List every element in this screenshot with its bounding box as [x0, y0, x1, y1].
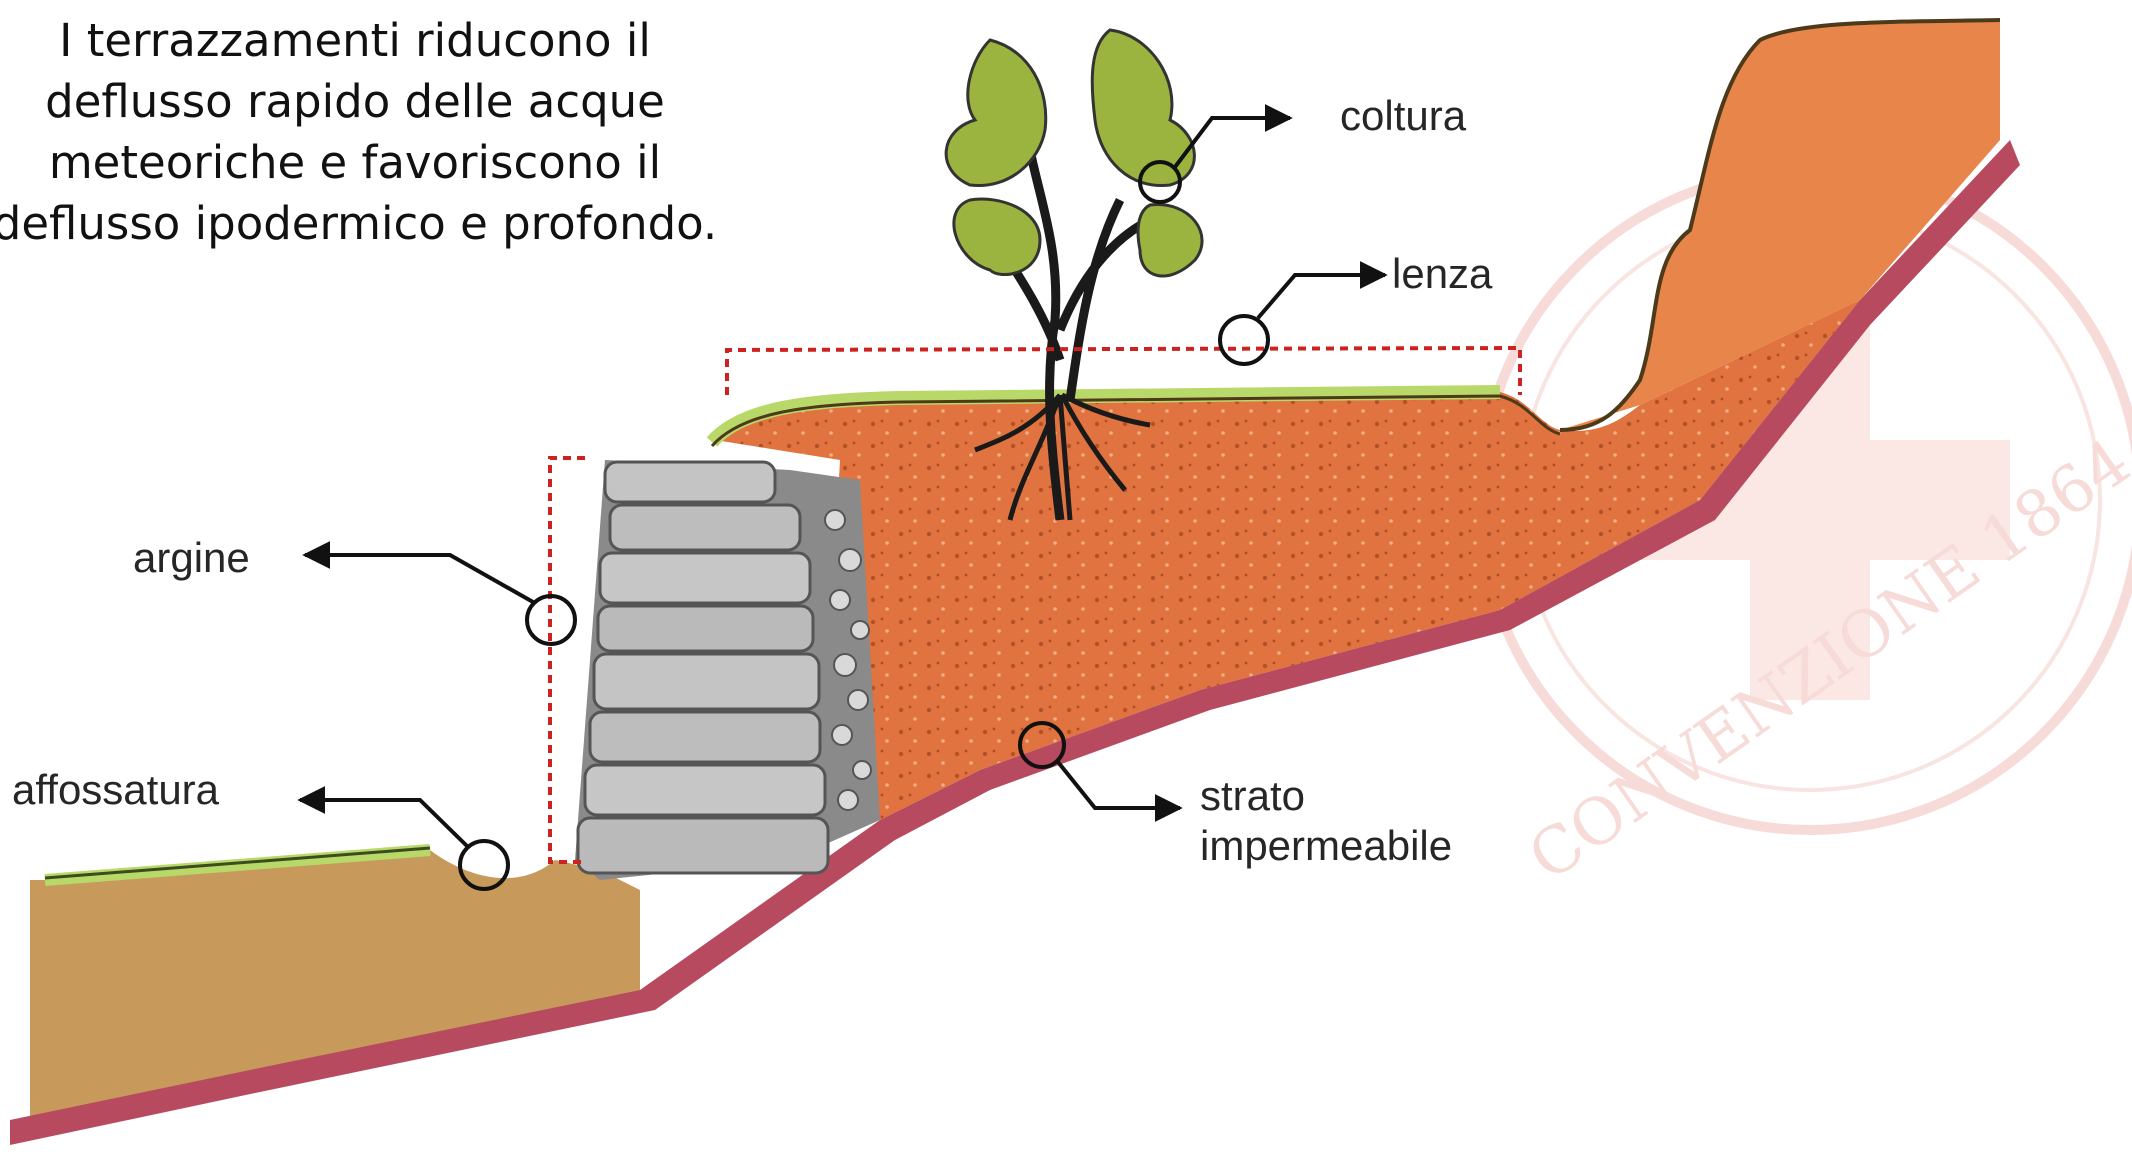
lower-field	[30, 850, 640, 1130]
stone-wall	[575, 460, 880, 880]
argine-leader	[305, 555, 533, 602]
label-lenza: lenza	[1392, 250, 1493, 297]
label-strato-line2: impermeabile	[1200, 822, 1452, 869]
lenza-callout-circle	[1220, 316, 1268, 364]
affossatura-leader	[300, 800, 468, 847]
lenza-leader	[1258, 275, 1385, 318]
label-coltura: coltura	[1340, 92, 1467, 139]
label-affossatura: affossatura	[12, 766, 220, 813]
label-strato-line1: strato	[1200, 772, 1305, 819]
label-argine: argine	[133, 534, 250, 581]
strato-leader	[1058, 762, 1180, 808]
